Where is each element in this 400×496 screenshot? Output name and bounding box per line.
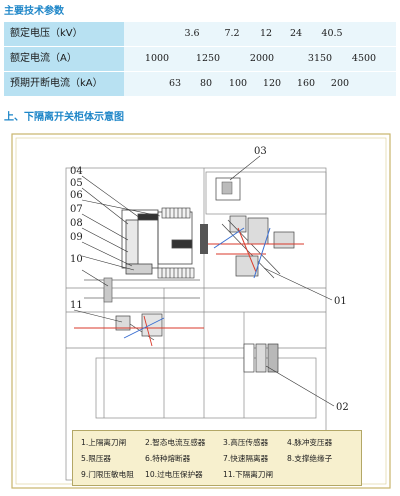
spec-values: 1000 1250 2000 3150 4500 [124,47,396,71]
legend-item: 1.上隔离刀闸 [81,438,127,447]
callout-07: 07 [70,204,83,215]
spec-value: 40.5 [321,28,343,39]
callout-09: 09 [70,232,83,243]
spec-value: 1250 [195,53,221,64]
section-title-diagram: 上、下隔离开关柜体示意图 [4,112,124,123]
callout-06: 06 [70,190,83,201]
legend-item: 7.快速隔离器 [223,454,269,463]
spec-label: 预期开断电流（kA） [4,72,124,96]
legend-box: 1.上隔离刀闸 2.智态电流互感器 3.高压传感器 4.脉冲变压器 5.限压器 … [72,430,362,486]
spec-value: 3.6 [184,28,200,39]
legend-item: 3.高压传感器 [223,438,269,447]
legend-item: 4.脉冲变压器 [287,438,333,447]
callout-03: 03 [254,146,267,157]
spec-table: 额定电压（kV） 3.6 7.2 12 24 40.5 额定电流（A） 1000… [4,22,396,97]
callout-02: 02 [336,402,349,413]
legend-item: 2.智态电流互感器 [145,438,206,447]
spec-label: 额定电流（A） [4,47,124,71]
spec-value: 120 [262,78,282,89]
switchgear-diagram: 03 04 05 06 07 08 09 10 11 01 02 [4,128,396,492]
spec-value: 80 [199,78,213,89]
spec-value: 100 [228,78,248,89]
spec-value: 7.2 [224,28,240,39]
legend-item: 10.过电压保护器 [145,470,203,479]
spec-value: 24 [289,28,303,39]
cabinet-drawing: 03 04 05 06 07 08 09 10 11 01 02 [11,133,391,489]
legend-item: 11.下隔离刀闸 [223,470,274,479]
callout-05: 05 [70,178,83,189]
section-title-specs: 主要技术参数 [4,6,64,17]
legend-item: 5.限压器 [81,454,112,463]
spec-value: 160 [296,78,316,89]
cabinet-frame [11,133,391,489]
spec-values: 63 80 100 120 160 200 [124,72,396,96]
spec-value: 3150 [307,53,333,64]
callout-01: 01 [334,296,347,307]
spec-row-current: 额定电流（A） 1000 1250 2000 3150 4500 [4,47,396,72]
spec-value: 4500 [351,53,377,64]
callout-04: 04 [70,166,83,177]
spec-value: 2000 [249,53,275,64]
spec-value: 12 [259,28,273,39]
spec-value: 63 [168,78,182,89]
spec-row-breaking-current: 预期开断电流（kA） 63 80 100 120 160 200 [4,72,396,97]
spec-values: 3.6 7.2 12 24 40.5 [124,22,396,46]
legend-item: 6.特种熔断器 [145,454,191,463]
legend-item: 8.支撑绝缘子 [287,454,333,463]
callout-11: 11 [70,300,83,311]
spec-row-voltage: 额定电压（kV） 3.6 7.2 12 24 40.5 [4,22,396,47]
spec-value: 1000 [144,53,170,64]
spec-label: 额定电压（kV） [4,22,124,46]
callout-10: 10 [70,254,83,265]
legend-item: 9.门限压敏电阻 [81,470,134,479]
callout-08: 08 [70,218,83,229]
spec-value: 200 [330,78,350,89]
